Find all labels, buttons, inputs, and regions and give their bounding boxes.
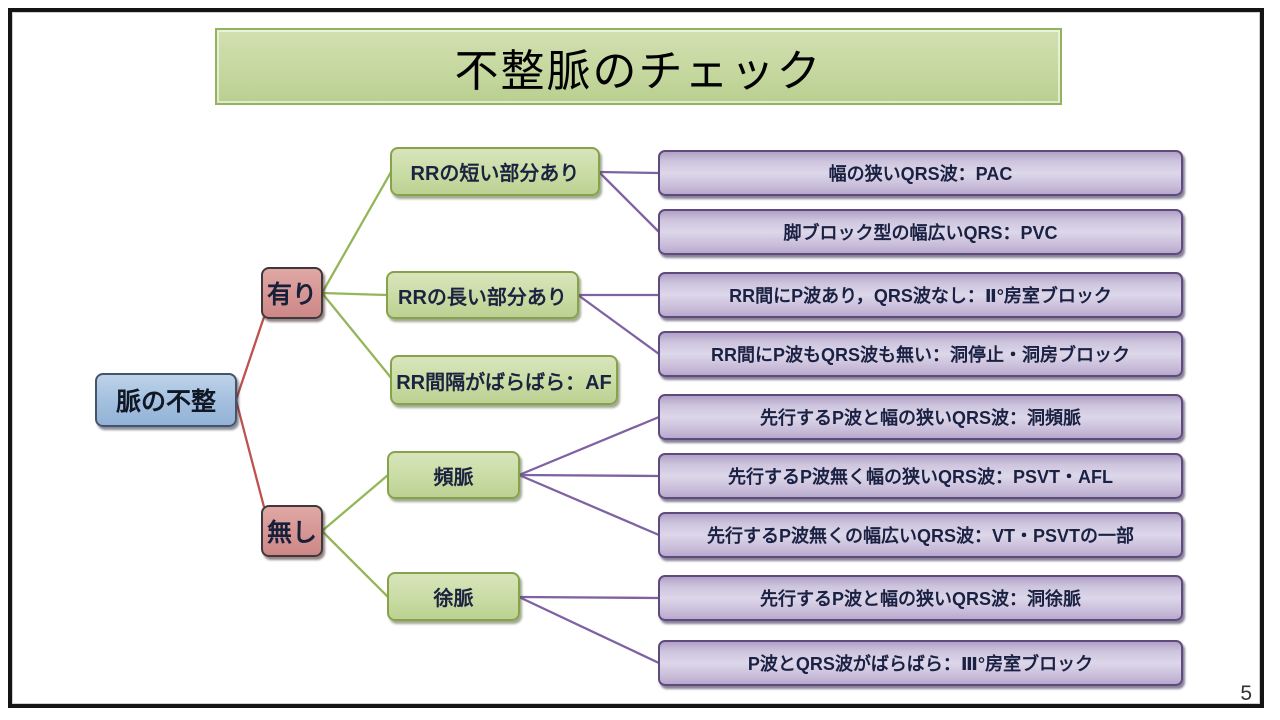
node-leaf-psvt-afl: 先行するP波無く幅の狭いQRS波：PSVT・AFL [658,453,1183,499]
node-label: 脈の不整 [115,388,216,416]
node-label: 先行するP波無くの幅広いQRS波：VT・PSVTの一部 [706,526,1135,546]
connector-rrshort-leaf2 [598,171,660,233]
node-leaf-av-block-2: RR間にP波あり，QRS波なし：Ⅱ°房室ブロック [658,272,1183,318]
page-number: 5 [1240,682,1252,705]
connector-ari-rr-short [321,171,392,294]
connector-tachy-leaf6 [518,473,660,478]
node-leaf-pac: 幅の狭いQRS波：PAC [658,150,1183,196]
node-mid-rr-long: RRの長い部分あり [386,271,579,319]
node-label: 有り [266,281,317,309]
node-label: 徐脈 [433,588,474,610]
connector-brady-leaf9 [518,595,660,665]
node-label: 先行するP波無く幅の狭いQRS波：PSVT・AFL [727,467,1113,487]
connector-root-nashi [234,399,266,508]
node-leaf-sinus-arrest: RR間にP波もQRS波も無い：洞停止・洞房ブロック [658,331,1183,377]
node-label: 無し [266,519,317,547]
node-leaf-sinus-bradycardia: 先行するP波と幅の狭いQRS波：洞徐脈 [658,575,1183,621]
connector-root-ari [234,316,266,401]
connector-rrlong-leaf4 [577,294,660,355]
connector-brady-leaf8 [518,595,660,600]
connector-ari-rr-long [321,291,388,297]
node-leaf-sinus-tachycardia: 先行するP波と幅の狭いQRS波：洞頻脈 [658,394,1183,440]
node-root-pulse-irregularity: 脈の不整 [95,373,237,427]
node-label: 先行するP波と幅の狭いQRS波：洞徐脈 [759,589,1081,609]
connector-ari-rr-af [321,292,393,380]
node-label: RRの長い部分あり [398,286,567,309]
node-mid-rr-short: RRの短い部分あり [390,147,600,196]
node-leaf-av-block-3: P波とQRS波がばらばら：Ⅲ°房室ブロック [658,640,1183,686]
node-mid-bradycardia: 徐脈 [387,572,520,621]
node-label: 先行するP波と幅の狭いQRS波：洞頻脈 [759,408,1081,428]
node-label: RR間隔がばらばら：AF [396,371,612,394]
title-banner: 不整脈のチェック [215,28,1062,105]
node-label: 頻脈 [433,466,474,489]
node-label: P波とQRS波がばらばら：Ⅲ°房室ブロック [747,654,1094,674]
node-mid-tachycardia: 頻脈 [387,451,520,499]
node-label: 脚ブロック型の幅広いQRS：PVC [783,223,1058,243]
node-label: 幅の狭いQRS波：PAC [828,164,1013,184]
node-leaf-vt-psvt: 先行するP波無くの幅広いQRS波：VT・PSVTの一部 [658,512,1183,558]
connector-nashi-tachy [321,474,389,532]
page-title: 不整脈のチェック [454,46,823,96]
node-leaf-pvc: 脚ブロック型の幅広いQRS：PVC [658,209,1183,255]
node-mid-rr-irregular-af: RR間隔がばらばら：AF [390,355,618,405]
connector-rrshort-leaf1 [598,170,660,175]
node-branch-present: 有り [261,267,323,319]
connector-tachy-leaf7 [518,473,660,537]
node-label: RR間にP波あり，QRS波なし：Ⅱ°房室ブロック [729,286,1112,306]
node-branch-absent: 無し [261,505,323,557]
node-label: RRの短い部分あり [410,163,580,185]
node-label: RR間にP波もQRS波も無い：洞停止・洞房ブロック [710,345,1130,365]
connector-tachy-leaf5 [518,415,660,477]
connector-nashi-brady [321,530,389,598]
